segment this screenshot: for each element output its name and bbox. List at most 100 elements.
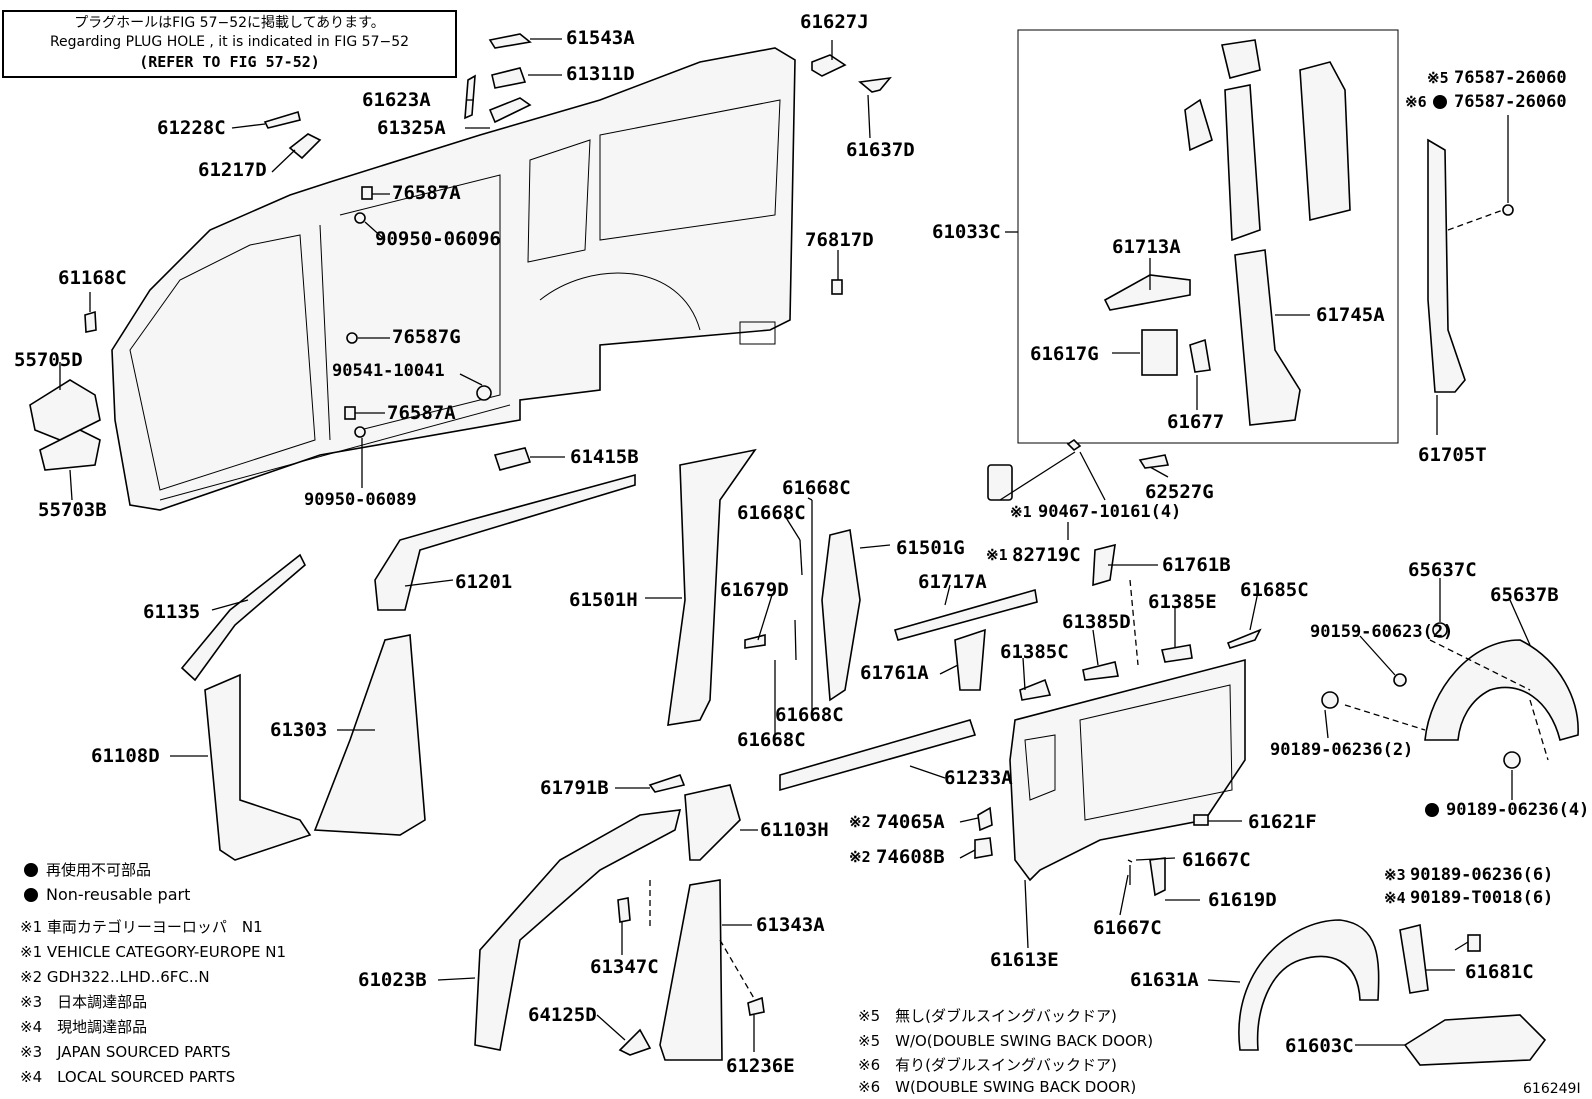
part-label-61023b[interactable]: 61023B: [358, 969, 427, 991]
part-label-61668c-1[interactable]: 61668C: [782, 477, 851, 499]
part-61347c: [617, 897, 631, 923]
part-label-61745a[interactable]: 61745A: [1316, 304, 1385, 326]
part-label-76587a-2[interactable]: 76587A: [387, 402, 456, 424]
reference-note: プラグホールはFIG 57−52に掲載してあります。 Regarding PLU…: [2, 10, 457, 78]
part-label-61347c[interactable]: 61347C: [590, 956, 659, 978]
part-label-61677[interactable]: 61677: [1167, 411, 1225, 433]
part-label-61705t[interactable]: 61705T: [1418, 444, 1487, 466]
part-61385d: [1082, 661, 1119, 681]
part-61168c: [84, 310, 97, 333]
part-label-61668c-2[interactable]: 61668C: [737, 502, 806, 524]
part-label-90541-10041[interactable]: 90541-10041: [332, 361, 445, 381]
part-label-61637d[interactable]: 61637D: [846, 139, 915, 161]
part-label-61717a[interactable]: 61717A: [918, 571, 987, 593]
side-outer-panel: [111, 47, 796, 511]
part-label-76587-26060-b[interactable]: 76587-26060: [1454, 92, 1567, 112]
part-label-61668c-4[interactable]: 61668C: [737, 729, 806, 751]
part-label-90189-06236-2[interactable]: 90189-06236(2): [1270, 740, 1414, 760]
part-61108d: [204, 673, 312, 861]
part-label-61623a[interactable]: 61623A: [362, 89, 431, 111]
legend-dot-en: [24, 888, 38, 902]
part-61613e: [1009, 658, 1246, 882]
part-label-90467-10161[interactable]: 90467-10161(4): [1038, 502, 1182, 522]
part-label-61233a[interactable]: 61233A: [944, 767, 1013, 789]
part-label-65637b[interactable]: 65637B: [1490, 584, 1559, 606]
part-label-61617g[interactable]: 61617G: [1030, 343, 1099, 365]
part-label-61761a[interactable]: 61761A: [860, 662, 929, 684]
part-label-90189-06236-6[interactable]: 90189-06236(6): [1410, 865, 1554, 885]
part-label-61501g[interactable]: 61501G: [896, 537, 965, 559]
part-label-55705d[interactable]: 55705D: [14, 349, 83, 371]
part-label-61668c-3[interactable]: 61668C: [775, 704, 844, 726]
part-label-61667c-2[interactable]: 61667C: [1093, 917, 1162, 939]
part-label-61621f[interactable]: 61621F: [1248, 811, 1317, 833]
part-61033c-pillar: [1224, 84, 1261, 242]
part-label-76587-26060-a[interactable]: 76587-26060: [1454, 68, 1567, 88]
part-label-61761b[interactable]: 61761B: [1162, 554, 1231, 576]
part-label-61201[interactable]: 61201: [455, 571, 513, 593]
part-label-61619d[interactable]: 61619D: [1208, 889, 1277, 911]
part-label-61343a[interactable]: 61343A: [756, 914, 825, 936]
part-label-76817d[interactable]: 76817D: [805, 229, 874, 251]
part-label-61613e[interactable]: 61613E: [990, 949, 1059, 971]
part-label-90159-60623[interactable]: 90159-60623(2): [1310, 622, 1454, 642]
part-label-76587g[interactable]: 76587G: [392, 326, 461, 348]
part-76587g: [346, 332, 358, 344]
part-label-61501h[interactable]: 61501H: [569, 589, 638, 611]
part-label-65637c[interactable]: 65637C: [1408, 559, 1477, 581]
part-label-61135[interactable]: 61135: [143, 601, 201, 623]
part-61501h: [667, 448, 757, 726]
part-74608b: [974, 837, 993, 859]
part-61705t: [1427, 138, 1466, 393]
part-label-61033c[interactable]: 61033C: [932, 221, 1001, 243]
part-label-90189-06236-4[interactable]: 90189-06236(4): [1446, 800, 1590, 820]
part-label-61303[interactable]: 61303: [270, 719, 328, 741]
part-label-61311d[interactable]: 61311D: [566, 63, 635, 85]
part-label-61217d[interactable]: 61217D: [198, 159, 267, 181]
part-label-61667c-1[interactable]: 61667C: [1182, 849, 1251, 871]
part-label-64125d[interactable]: 64125D: [528, 1004, 597, 1026]
part-label-61681c[interactable]: 61681C: [1465, 961, 1534, 983]
part-label-61685c[interactable]: 61685C: [1240, 579, 1309, 601]
reference-line-en: Regarding PLUG HOLE , it is indicated in…: [49, 34, 410, 50]
part-label-61385c[interactable]: 61385C: [1000, 641, 1069, 663]
part-label-61228c[interactable]: 61228C: [157, 117, 226, 139]
part-label-61108d[interactable]: 61108D: [91, 745, 160, 767]
part-label-61168c[interactable]: 61168C: [58, 267, 127, 289]
part-90950-06096: [354, 212, 366, 224]
part-61621f: [1193, 814, 1209, 826]
part-90950-06089: [354, 426, 366, 438]
part-label-76587a-1[interactable]: 76587A: [392, 182, 461, 204]
part-label-82719c[interactable]: 82719C: [1012, 544, 1081, 566]
part-76587a-1: [361, 186, 373, 200]
part-label-61236e[interactable]: 61236E: [726, 1055, 795, 1077]
part-label-61385e[interactable]: 61385E: [1148, 591, 1217, 613]
part-61543a: [488, 33, 532, 49]
part-61631a: [1238, 919, 1380, 1051]
part-label-90189-t0018[interactable]: 90189-T0018(6): [1410, 888, 1554, 908]
part-label-61627j[interactable]: 61627J: [800, 11, 869, 33]
part-label-55703b[interactable]: 55703B: [38, 499, 107, 521]
part-label-61103h[interactable]: 61103H: [760, 819, 829, 841]
part-label-61603c[interactable]: 61603C: [1285, 1035, 1354, 1057]
part-61303: [313, 634, 426, 836]
part-label-90950-06089[interactable]: 90950-06089: [304, 490, 417, 510]
part-76587-26060: [1502, 204, 1514, 216]
part-label-61791b[interactable]: 61791B: [540, 777, 609, 799]
part-label-61385d[interactable]: 61385D: [1062, 611, 1131, 633]
part-61385e: [1161, 644, 1193, 663]
part-label-74608b[interactable]: 74608B: [876, 846, 945, 868]
part-label-61713a[interactable]: 61713A: [1112, 236, 1181, 258]
part-61033c-top: [1221, 39, 1261, 79]
part-label-61679d[interactable]: 61679D: [720, 579, 789, 601]
part-76587a-2: [344, 406, 356, 420]
part-label-61415b[interactable]: 61415B: [570, 446, 639, 468]
part-label-61631a[interactable]: 61631A: [1130, 969, 1199, 991]
part-label-61325a[interactable]: 61325A: [377, 117, 446, 139]
part-label-61543a[interactable]: 61543A: [566, 27, 635, 49]
part-90189-06236-2: [1321, 691, 1339, 709]
part-label-90950-06096[interactable]: 90950-06096: [375, 228, 501, 250]
part-label-62527g[interactable]: 62527G: [1145, 481, 1214, 503]
non-reusable-dot-2: [1425, 803, 1439, 817]
part-label-74065a[interactable]: 74065A: [876, 811, 945, 833]
